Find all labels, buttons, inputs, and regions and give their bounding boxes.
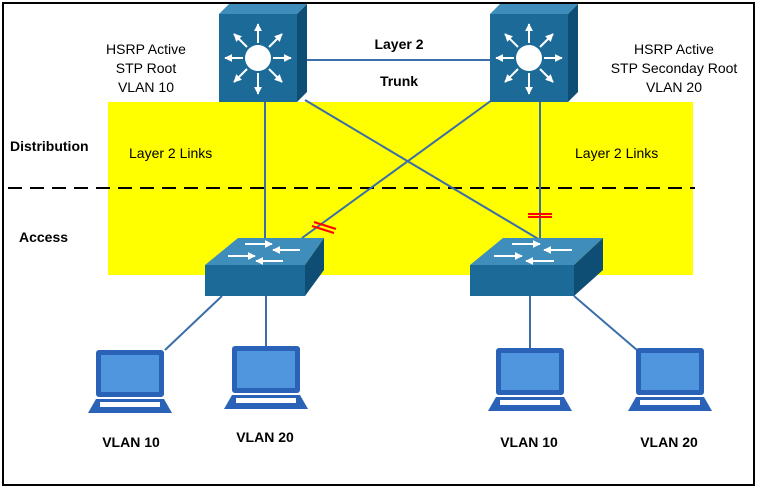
laptop-icon — [224, 346, 308, 409]
right-links-label: Layer 2 Links — [575, 145, 658, 161]
access-label: Access — [19, 229, 68, 245]
blocked-port-left-2 — [311, 225, 335, 234]
multilayer-switch-icon — [219, 4, 307, 102]
laptop-icon — [88, 350, 172, 413]
host-label: VLAN 20 — [236, 429, 294, 445]
left-switch-line3: VLAN 10 — [118, 79, 174, 95]
host-label: VLAN 10 — [102, 434, 160, 450]
left-switch-line2: STP Root — [116, 60, 177, 76]
access-switch-icon — [470, 238, 603, 296]
multilayer-switch-icon — [490, 4, 578, 102]
host-link-1 — [164, 295, 223, 351]
uplink-right-left — [301, 99, 493, 239]
access-switch-icon — [205, 238, 324, 296]
laptop-icon — [628, 348, 712, 411]
right-switch-line1: HSRP Active — [634, 41, 714, 57]
uplink-left-right — [304, 99, 541, 241]
blocked-port-left — [313, 221, 337, 230]
right-switch-line3: VLAN 20 — [646, 79, 702, 95]
left-switch-line1: HSRP Active — [106, 41, 186, 57]
host-label: VLAN 10 — [500, 434, 558, 450]
trunk-label-line1: Layer 2 — [374, 36, 423, 52]
diagram-frame — [2, 2, 755, 486]
trunk-label-line2: Trunk — [380, 73, 418, 89]
left-links-label: Layer 2 Links — [129, 145, 212, 161]
distribution-label: Distribution — [10, 138, 89, 154]
host-link-4 — [573, 295, 638, 351]
right-switch-line2: STP Seconday Root — [611, 60, 738, 76]
host-label: VLAN 20 — [640, 434, 698, 450]
laptop-icon — [488, 348, 572, 411]
